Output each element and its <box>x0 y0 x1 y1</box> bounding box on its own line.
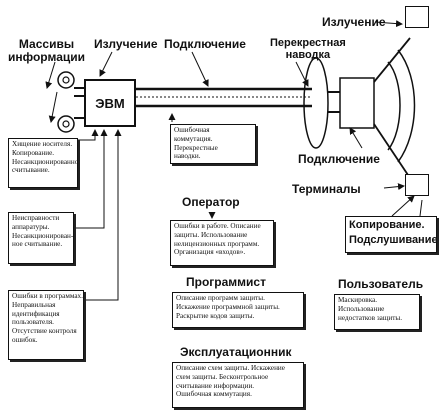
operator-label: Оператор <box>182 195 240 209</box>
hardware-box: Неисправности аппаратуры. Несанкциониров… <box>8 212 74 264</box>
crosstalk-label: Перекрестная наводка <box>270 37 346 61</box>
maintenance-box: Описание схем защиты. Искажение схем защ… <box>172 362 304 408</box>
fan-line-1 <box>373 37 411 83</box>
terminals-label: Терминалы <box>292 182 361 196</box>
radiation-left-label: Излучение <box>94 37 158 51</box>
user-label: Пользователь <box>338 277 424 291</box>
operator-box: Ошибки в работе. Описание защиты. Исполь… <box>170 220 274 266</box>
arrays-arrow-down <box>48 91 58 123</box>
maintenance-label: Эксплуатационник <box>180 345 292 359</box>
programmer-label: Программист <box>186 275 266 289</box>
crosstalk-arrow <box>295 61 309 87</box>
programmer-box: Описание программ защиты. Искажение прог… <box>172 292 304 328</box>
copy-arrow <box>391 195 415 217</box>
radiation-right-arrow <box>374 20 403 28</box>
fan-arc-2 <box>397 49 416 163</box>
arrays-arrow-up <box>45 61 56 89</box>
copy-link <box>419 199 423 217</box>
radiation-right-label: Излучение <box>322 15 386 29</box>
connector-block <box>339 77 375 129</box>
hardware-arrow <box>72 129 108 229</box>
disk-bottom-icon <box>57 115 75 133</box>
computer-block: ЭВМ <box>84 79 136 127</box>
computer-label: ЭВМ <box>95 95 125 111</box>
terminals-arrow <box>383 183 405 191</box>
connection-top-label: Подключение <box>164 37 246 51</box>
fan-arc-1 <box>387 61 401 151</box>
user-box: Маскировка. Использование недостатков за… <box>334 294 420 330</box>
fan-line-2 <box>373 123 411 179</box>
software-arrow <box>82 129 122 301</box>
terminal-bottom-icon <box>405 174 429 196</box>
crosstalk-ellipse <box>303 57 329 149</box>
media-theft-arrow <box>76 129 99 141</box>
line-box: Ошибочная коммутация. Перекрестные навод… <box>170 124 256 164</box>
connection-right-arrow <box>349 127 363 149</box>
connection-top-arrow <box>191 51 209 87</box>
software-box: Ошибки в программах. Неправильная иденти… <box>8 290 84 360</box>
terminal-top-icon <box>405 6 429 28</box>
radiation-left-arrow <box>99 51 113 77</box>
arrays-label: Массивы информации <box>8 37 85 64</box>
connection-right-label: Подключение <box>298 152 380 166</box>
media-theft-box: Хищение носителя. Копирование. Несанкцио… <box>8 138 78 188</box>
copy-box: Копирование. Подслушивание <box>345 216 437 253</box>
disk-top-icon <box>57 71 75 89</box>
